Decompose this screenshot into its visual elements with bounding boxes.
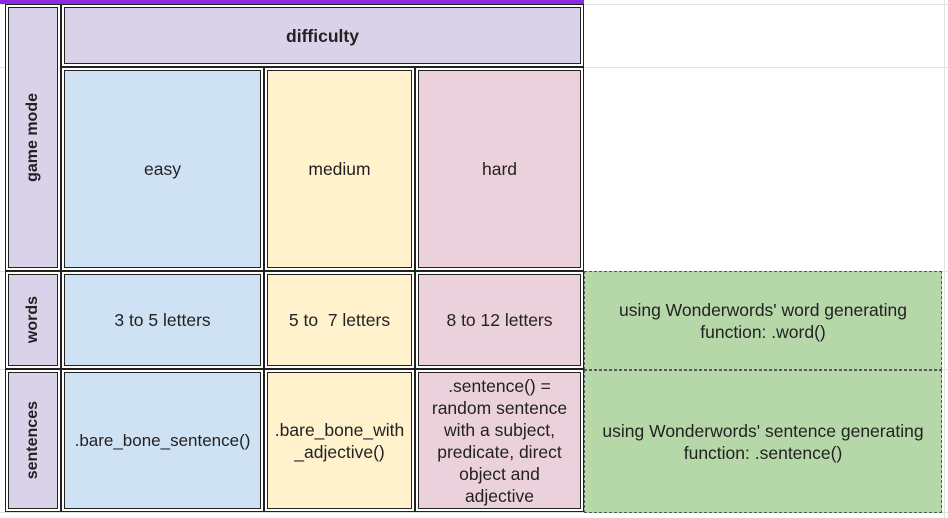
cell-words-medium-text: 5 to 7 letters bbox=[288, 310, 391, 330]
column-header-hard[interactable]: hard bbox=[415, 67, 584, 271]
cell-words-easy[interactable]: 3 to 5 letters bbox=[61, 271, 264, 369]
column-header-medium[interactable]: medium bbox=[264, 67, 415, 271]
cell-sentences-hard-text: .sentence() = random sentence with a sub… bbox=[431, 375, 568, 506]
grid-line bbox=[944, 0, 945, 518]
row-header-sentences-label: sentences bbox=[24, 401, 41, 480]
cell-words-hard[interactable]: 8 to 12 letters bbox=[415, 271, 584, 369]
column-header-easy[interactable]: easy bbox=[61, 67, 264, 271]
note-words-text: using Wonderwords' word generating funct… bbox=[618, 299, 908, 342]
selection-accent-bar bbox=[0, 0, 584, 4]
note-words[interactable]: using Wonderwords' word generating funct… bbox=[584, 271, 942, 370]
cell-sentences-easy-text: .bare_bone_sentence() bbox=[74, 430, 251, 450]
game-mode-header-cell[interactable]: game mode bbox=[5, 4, 61, 271]
cell-sentences-medium[interactable]: .bare_bone_with _adjective() bbox=[264, 369, 415, 512]
column-header-hard-label: hard bbox=[481, 159, 518, 179]
row-header-words-label: words bbox=[24, 296, 41, 344]
difficulty-header-label: difficulty bbox=[286, 25, 359, 46]
column-header-easy-label: easy bbox=[144, 159, 181, 179]
cell-sentences-medium-text: .bare_bone_with _adjective() bbox=[274, 419, 405, 462]
cell-words-hard-text: 8 to 12 letters bbox=[446, 310, 553, 330]
note-sentences[interactable]: using Wonderwords' sentence generating f… bbox=[584, 370, 942, 513]
row-header-sentences[interactable]: sentences bbox=[5, 369, 61, 512]
grid-line bbox=[0, 512, 948, 513]
cell-words-easy-text: 3 to 5 letters bbox=[114, 310, 211, 330]
cell-words-medium[interactable]: 5 to 7 letters bbox=[264, 271, 415, 369]
note-sentences-text: using Wonderwords' sentence generating f… bbox=[602, 420, 924, 463]
game-mode-header-label: game mode bbox=[24, 93, 41, 182]
cell-sentences-hard[interactable]: .sentence() = random sentence with a sub… bbox=[415, 369, 584, 512]
cell-sentences-easy[interactable]: .bare_bone_sentence() bbox=[61, 369, 264, 512]
column-header-medium-label: medium bbox=[308, 159, 371, 179]
difficulty-header-cell[interactable]: difficulty bbox=[61, 4, 584, 67]
row-header-words[interactable]: words bbox=[5, 271, 61, 369]
